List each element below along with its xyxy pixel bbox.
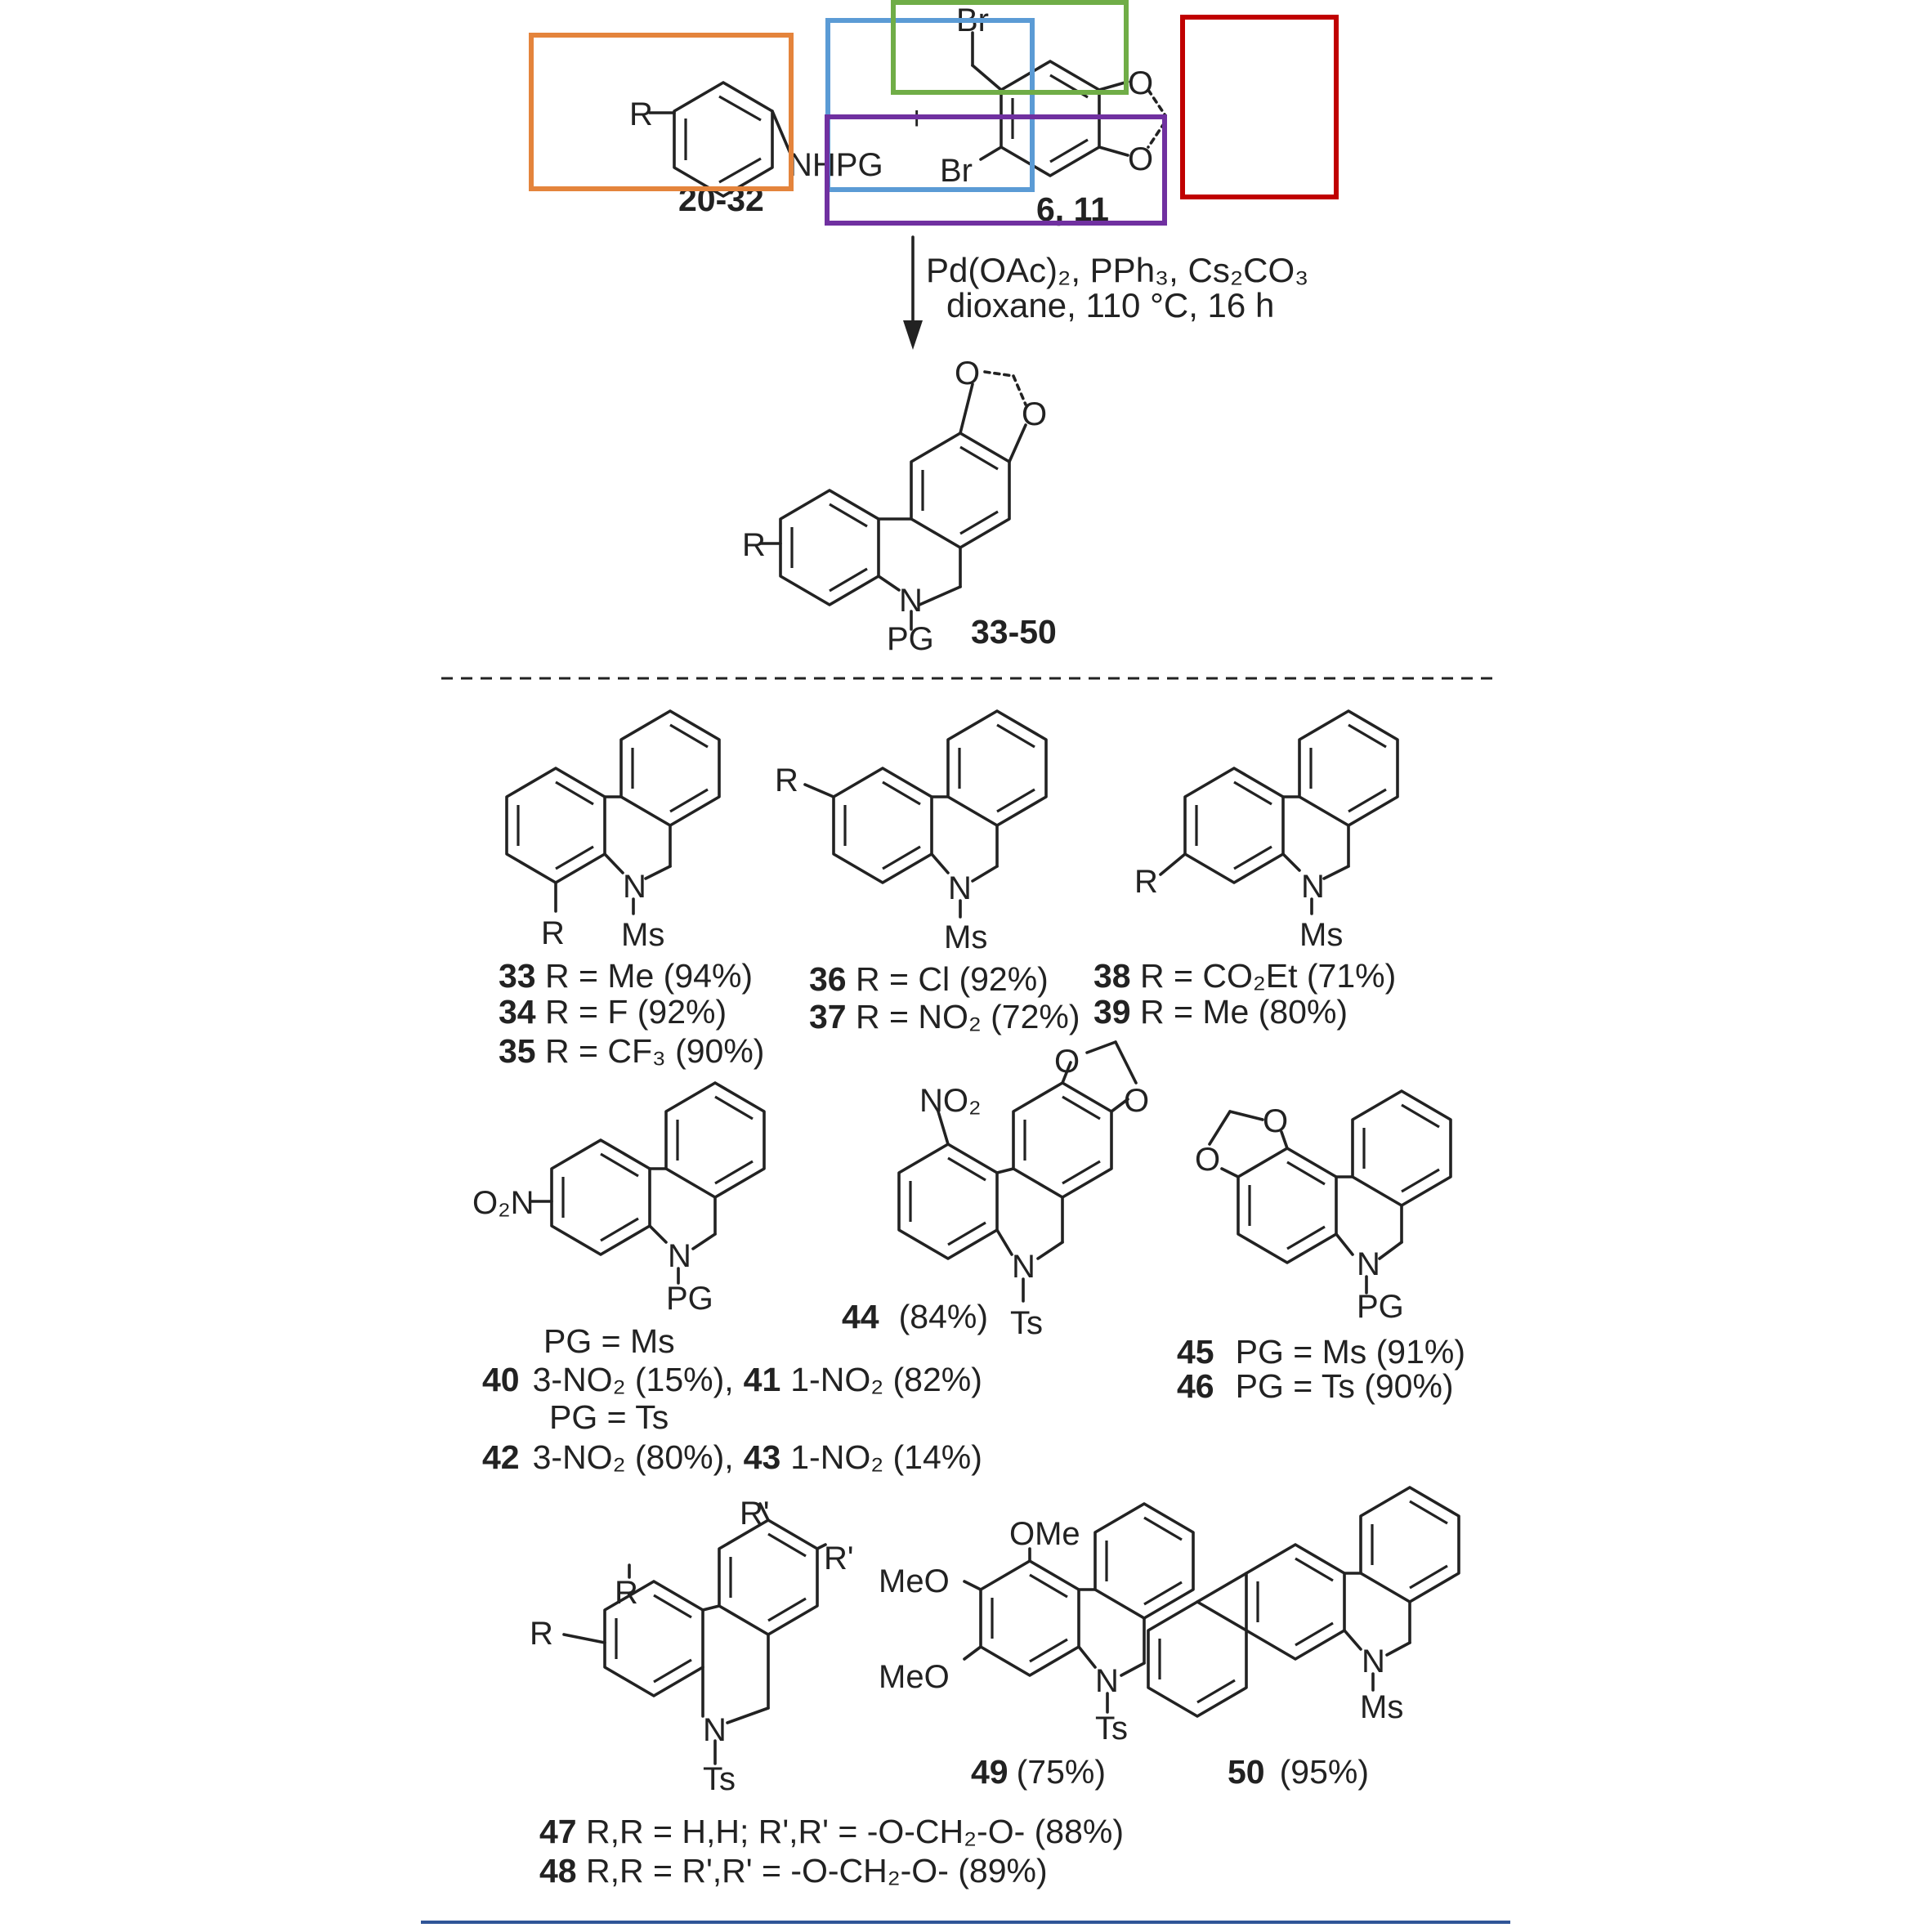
s33-n: N <box>623 869 646 905</box>
s38-r: R <box>1134 864 1158 900</box>
entry-44: 44(84%) <box>842 1298 988 1335</box>
product-n-label: N <box>899 583 923 619</box>
product-pg-label: PG <box>887 621 934 657</box>
s40-n: N <box>668 1238 691 1274</box>
s45-o-top: O <box>1263 1103 1288 1139</box>
structure-45-46: O O N PG <box>1195 1089 1452 1325</box>
entry-50: 50(95%) <box>1228 1753 1369 1791</box>
product-o-top: O <box>955 356 980 391</box>
s40-o2n: O₂N <box>472 1185 534 1221</box>
conditions-line-1: Pd(OAc)₂, PPh₃, Cs₂CO₃ <box>926 251 1308 289</box>
s49-meo-top: MeO <box>879 1563 950 1599</box>
product-o-right: O <box>1022 396 1047 432</box>
s40-pg: PG <box>666 1281 713 1317</box>
entry-49: 49(75%) <box>971 1753 1106 1791</box>
reaction-arrow <box>903 235 923 350</box>
pg-ms-heading: PG = Ms <box>543 1322 675 1360</box>
s47-n: N <box>703 1712 727 1748</box>
entry-39: 39 R = Me (80%) <box>1093 993 1348 1031</box>
s33-ms: Ms <box>621 917 664 953</box>
s47-rp-right: R' <box>824 1541 854 1576</box>
highlight-box-red <box>1180 15 1339 199</box>
aniline-r-label: R <box>629 96 653 132</box>
highlight-box-purple <box>825 114 1167 226</box>
structure-47-48: R' R' R R N Ts <box>530 1496 854 1797</box>
structure-38-39: R N Ms <box>1134 709 1399 953</box>
entry-47: 47 R,R = H,H; R',R' = -O-CH₂-O- (88%) <box>539 1813 1124 1850</box>
highlight-box-orange <box>529 33 794 191</box>
s47-r-top: R <box>615 1575 638 1611</box>
s44-n: N <box>1012 1249 1035 1285</box>
structure-49: OMe MeO MeO N Ts <box>879 1502 1195 1746</box>
dibromide-o-top: O <box>1128 65 1153 101</box>
conditions-line-2: dioxane, 110 °C, 16 h <box>946 286 1274 324</box>
structure-44: NO₂ O O N Ts <box>897 1040 1149 1341</box>
pg-ts-heading: PG = Ts <box>549 1398 669 1436</box>
s49-n: N <box>1095 1663 1119 1699</box>
product-r-label: R <box>742 527 766 563</box>
s38-ms: Ms <box>1299 917 1343 953</box>
s36-n: N <box>948 870 972 906</box>
s38-n: N <box>1301 869 1325 905</box>
entry-34: 34 R = F (92%) <box>499 993 727 1031</box>
s49-ts: Ts <box>1095 1711 1128 1746</box>
structure-40-43: O₂N N PG <box>472 1081 766 1317</box>
product-general-structure: O O R N PG 33-50 <box>742 356 1057 657</box>
s33-r: R <box>541 915 565 951</box>
s47-r-left: R <box>530 1616 553 1652</box>
s44-o-top: O <box>1054 1044 1080 1080</box>
s45-pg: PG <box>1357 1289 1404 1325</box>
aniline-nhpg-label: NHPG <box>789 147 883 183</box>
s50-ms: Ms <box>1360 1689 1403 1725</box>
entry-33: 33 R = Me (94%) <box>499 957 753 995</box>
dibromide-br-bottom: Br <box>940 153 973 189</box>
structure-36-37: R N Ms <box>775 709 1048 955</box>
entry-38: 38 R = CO₂Et (71%) <box>1093 957 1396 995</box>
entry-35: 35 R = CF₃ (90%) <box>499 1032 764 1070</box>
product-compound-label: 33-50 <box>971 613 1057 651</box>
entry-48: 48 R,R = R',R' = -O-CH₂-O- (89%) <box>539 1852 1048 1890</box>
aniline-compound-label: 20-32 <box>678 181 764 218</box>
s36-r: R <box>775 763 798 798</box>
structure-33-35: N R Ms <box>505 709 721 953</box>
s49-ome: OMe <box>1009 1516 1080 1552</box>
s44-no2: NO₂ <box>919 1083 982 1119</box>
s44-ts: Ts <box>1010 1305 1043 1341</box>
s44-o-right: O <box>1124 1083 1149 1119</box>
s45-n: N <box>1357 1246 1380 1282</box>
reactant-aniline: R NHPG 20-32 <box>629 81 883 218</box>
s36-ms: Ms <box>944 919 987 955</box>
s49-meo-bottom: MeO <box>879 1659 950 1695</box>
entry-36: 36 R = Cl (92%) <box>809 960 1049 998</box>
highlight-box-green <box>891 0 1129 95</box>
s47-ts: Ts <box>703 1761 736 1797</box>
highlight-box-blue <box>825 18 1035 192</box>
entry-37: 37 R = NO₂ (72%) <box>809 998 1080 1035</box>
s50-n: N <box>1362 1644 1385 1679</box>
dibromide-o-bottom: O <box>1128 141 1153 177</box>
s45-o-left: O <box>1195 1142 1220 1178</box>
structure-50: N Ms <box>1147 1486 1460 1725</box>
s47-rp-top: R' <box>740 1496 770 1532</box>
